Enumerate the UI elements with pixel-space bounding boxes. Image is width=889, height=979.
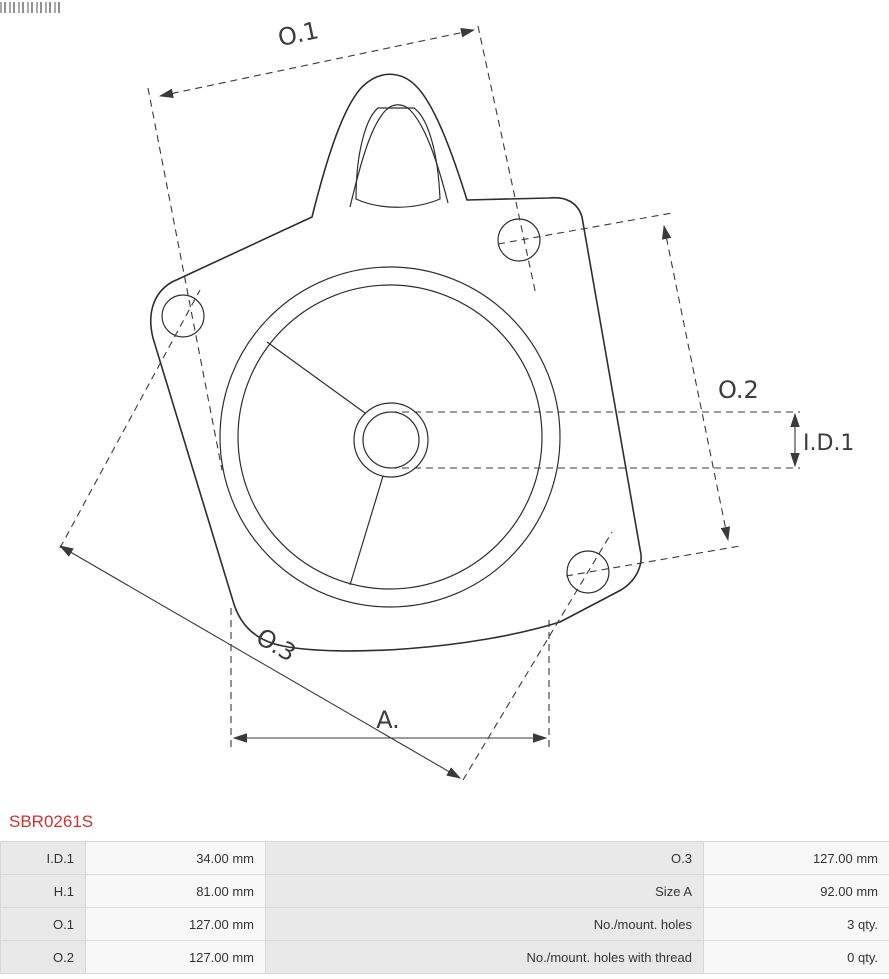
dim-label-o2: O.2 [718, 376, 759, 404]
spec-value: 81.00 mm [85, 874, 266, 908]
spec-value: 0 qty. [703, 940, 889, 974]
spec-label: No./mount. holes with thread [265, 940, 704, 974]
part-number: SBR0261S [9, 812, 94, 831]
spec-label: I.D.1 [0, 841, 86, 875]
construction-line [147, 87, 223, 471]
spec-value: 3 qty. [703, 907, 889, 941]
spec-label: O.3 [265, 841, 704, 875]
construction-line [477, 25, 537, 296]
construction-line [497, 212, 673, 245]
dim-line-o3 [58, 545, 462, 779]
spec-label: H.1 [0, 874, 86, 908]
spec-row: O.1 127.00 mm No./mount. holes 3 qty. [0, 907, 889, 941]
spec-value: 127.00 mm [85, 940, 266, 974]
bore-outer-circle [219, 266, 561, 608]
radial-line-upper [266, 341, 366, 414]
spec-value: 92.00 mm [703, 874, 889, 908]
technical-drawing-area: O.1 O.2 O.3 A. I.D.1 [0, 2, 855, 781]
spec-value: 34.00 mm [85, 841, 266, 875]
spec-label: O.2 [0, 940, 86, 974]
hub-outer-circle [353, 402, 429, 478]
spec-value: 127.00 mm [85, 907, 266, 941]
spec-row: O.2 127.00 mm No./mount. holes with thre… [0, 940, 889, 974]
construction-line [565, 545, 741, 577]
plate-outline [149, 73, 642, 652]
spec-value: 127.00 mm [703, 841, 889, 875]
construction-line [462, 531, 613, 781]
mount-hole-left [161, 294, 205, 338]
hub-inner-circle [362, 411, 420, 469]
spec-row: I.D.1 34.00 mm O.3 127.00 mm [0, 841, 889, 875]
technical-drawing: O.1 O.2 O.3 A. I.D.1 [58, 16, 854, 781]
spec-table: I.D.1 34.00 mm O.3 127.00 mm H.1 81.00 m… [0, 841, 889, 974]
spec-label: O.1 [0, 907, 86, 941]
dim-label-o1: O.1 [275, 16, 321, 52]
dim-line-o1 [158, 28, 476, 98]
lifting-eye-slot [355, 107, 441, 208]
bore-inner-circle [237, 284, 543, 590]
dim-label-a: A. [376, 706, 400, 734]
spec-label: No./mount. holes [265, 907, 704, 941]
construction-line [59, 289, 201, 549]
dim-line-o2 [661, 224, 731, 542]
mount-hole-top [497, 218, 541, 262]
mount-hole-bottom [566, 550, 610, 594]
spec-label: Size A [265, 874, 704, 908]
spec-row: H.1 81.00 mm Size A 92.00 mm [0, 874, 889, 908]
radial-line-lower [349, 475, 384, 586]
logo-fragment [0, 2, 62, 13]
dim-label-id1: I.D.1 [803, 431, 854, 456]
lifting-eye-inner-band [349, 104, 449, 208]
